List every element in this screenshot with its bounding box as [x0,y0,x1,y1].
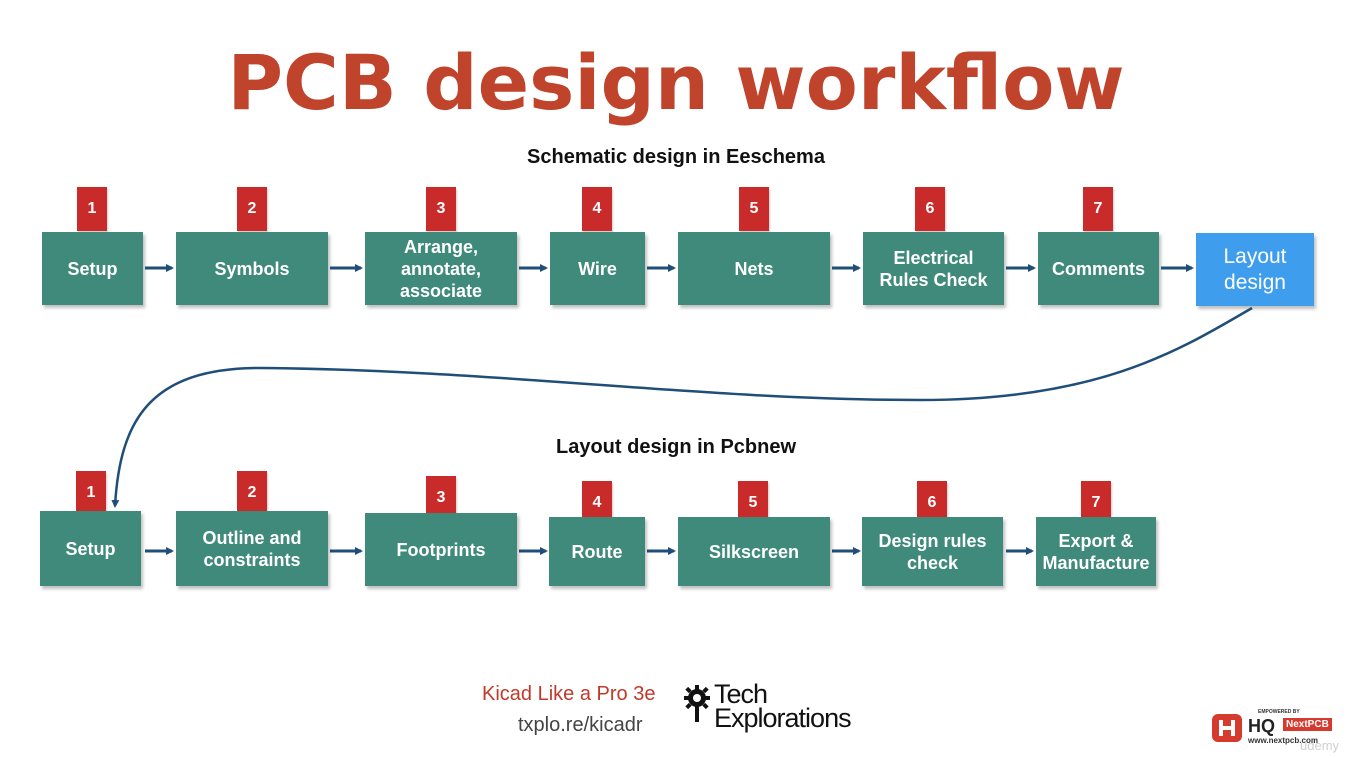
connector-curve [111,306,1253,508]
course-name: Kicad Like a Pro 3e [482,683,656,705]
layout-step-footprints: Footprints [365,513,517,586]
sponsor-sub: NextPCB [1283,718,1332,731]
schematic-section-title: Schematic design in Eeschema [527,146,825,168]
schematic-step-symbols: Symbols [176,232,328,305]
gear-icon [684,685,710,722]
step-number-tag: 4 [582,187,612,231]
layout-step-export: Export & Manufacture [1036,517,1156,586]
page-title: PCB design workflow [227,38,1125,127]
brand-line-1: Tech [714,679,768,709]
watermark: udemy [1300,738,1340,753]
schematic-step-wire: Wire [550,232,645,305]
step-number-tag: 1 [77,187,107,231]
step-number-tag: 7 [1083,187,1113,231]
step-number-tag: 2 [237,471,267,515]
layout-step-route: Route [549,517,645,586]
brand-line-2: Explorations [714,703,852,733]
schematic-step-setup: Setup [42,232,143,305]
step-number-tag: 6 [915,187,945,231]
schematic-step-arrange: Arrange, annotate, associate [365,232,517,305]
step-number-tag: 1 [76,471,106,515]
step-number-tag: 3 [426,476,456,520]
layout-step-drc: Design rules check [862,517,1003,586]
layout-design-box: Layout design [1196,233,1314,306]
sponsor-name: HQ [1248,716,1275,736]
tech-explorations-logo: Tech Explorations [714,679,852,733]
step-number-tag: 5 [739,187,769,231]
schematic-step-erc: Electrical Rules Check [863,232,1004,305]
course-link: txplo.re/kicadr [518,714,643,736]
step-number-tag: 2 [237,187,267,231]
hq-logo-icon [1212,714,1242,742]
schematic-step-comments: Comments [1038,232,1159,305]
step-number-tag: 3 [426,187,456,231]
layout-section-title: Layout design in Pcbnew [555,436,797,458]
layout-step-silkscreen: Silkscreen [678,517,830,586]
layout-step-outline: Outline and constraints [176,511,328,586]
sponsor-url: www.nextpcb.com [1248,736,1318,745]
sponsor-tagline: EMPOWERED BY [1258,709,1300,715]
schematic-step-nets: Nets [678,232,830,305]
layout-step-setup: Setup [40,511,141,586]
